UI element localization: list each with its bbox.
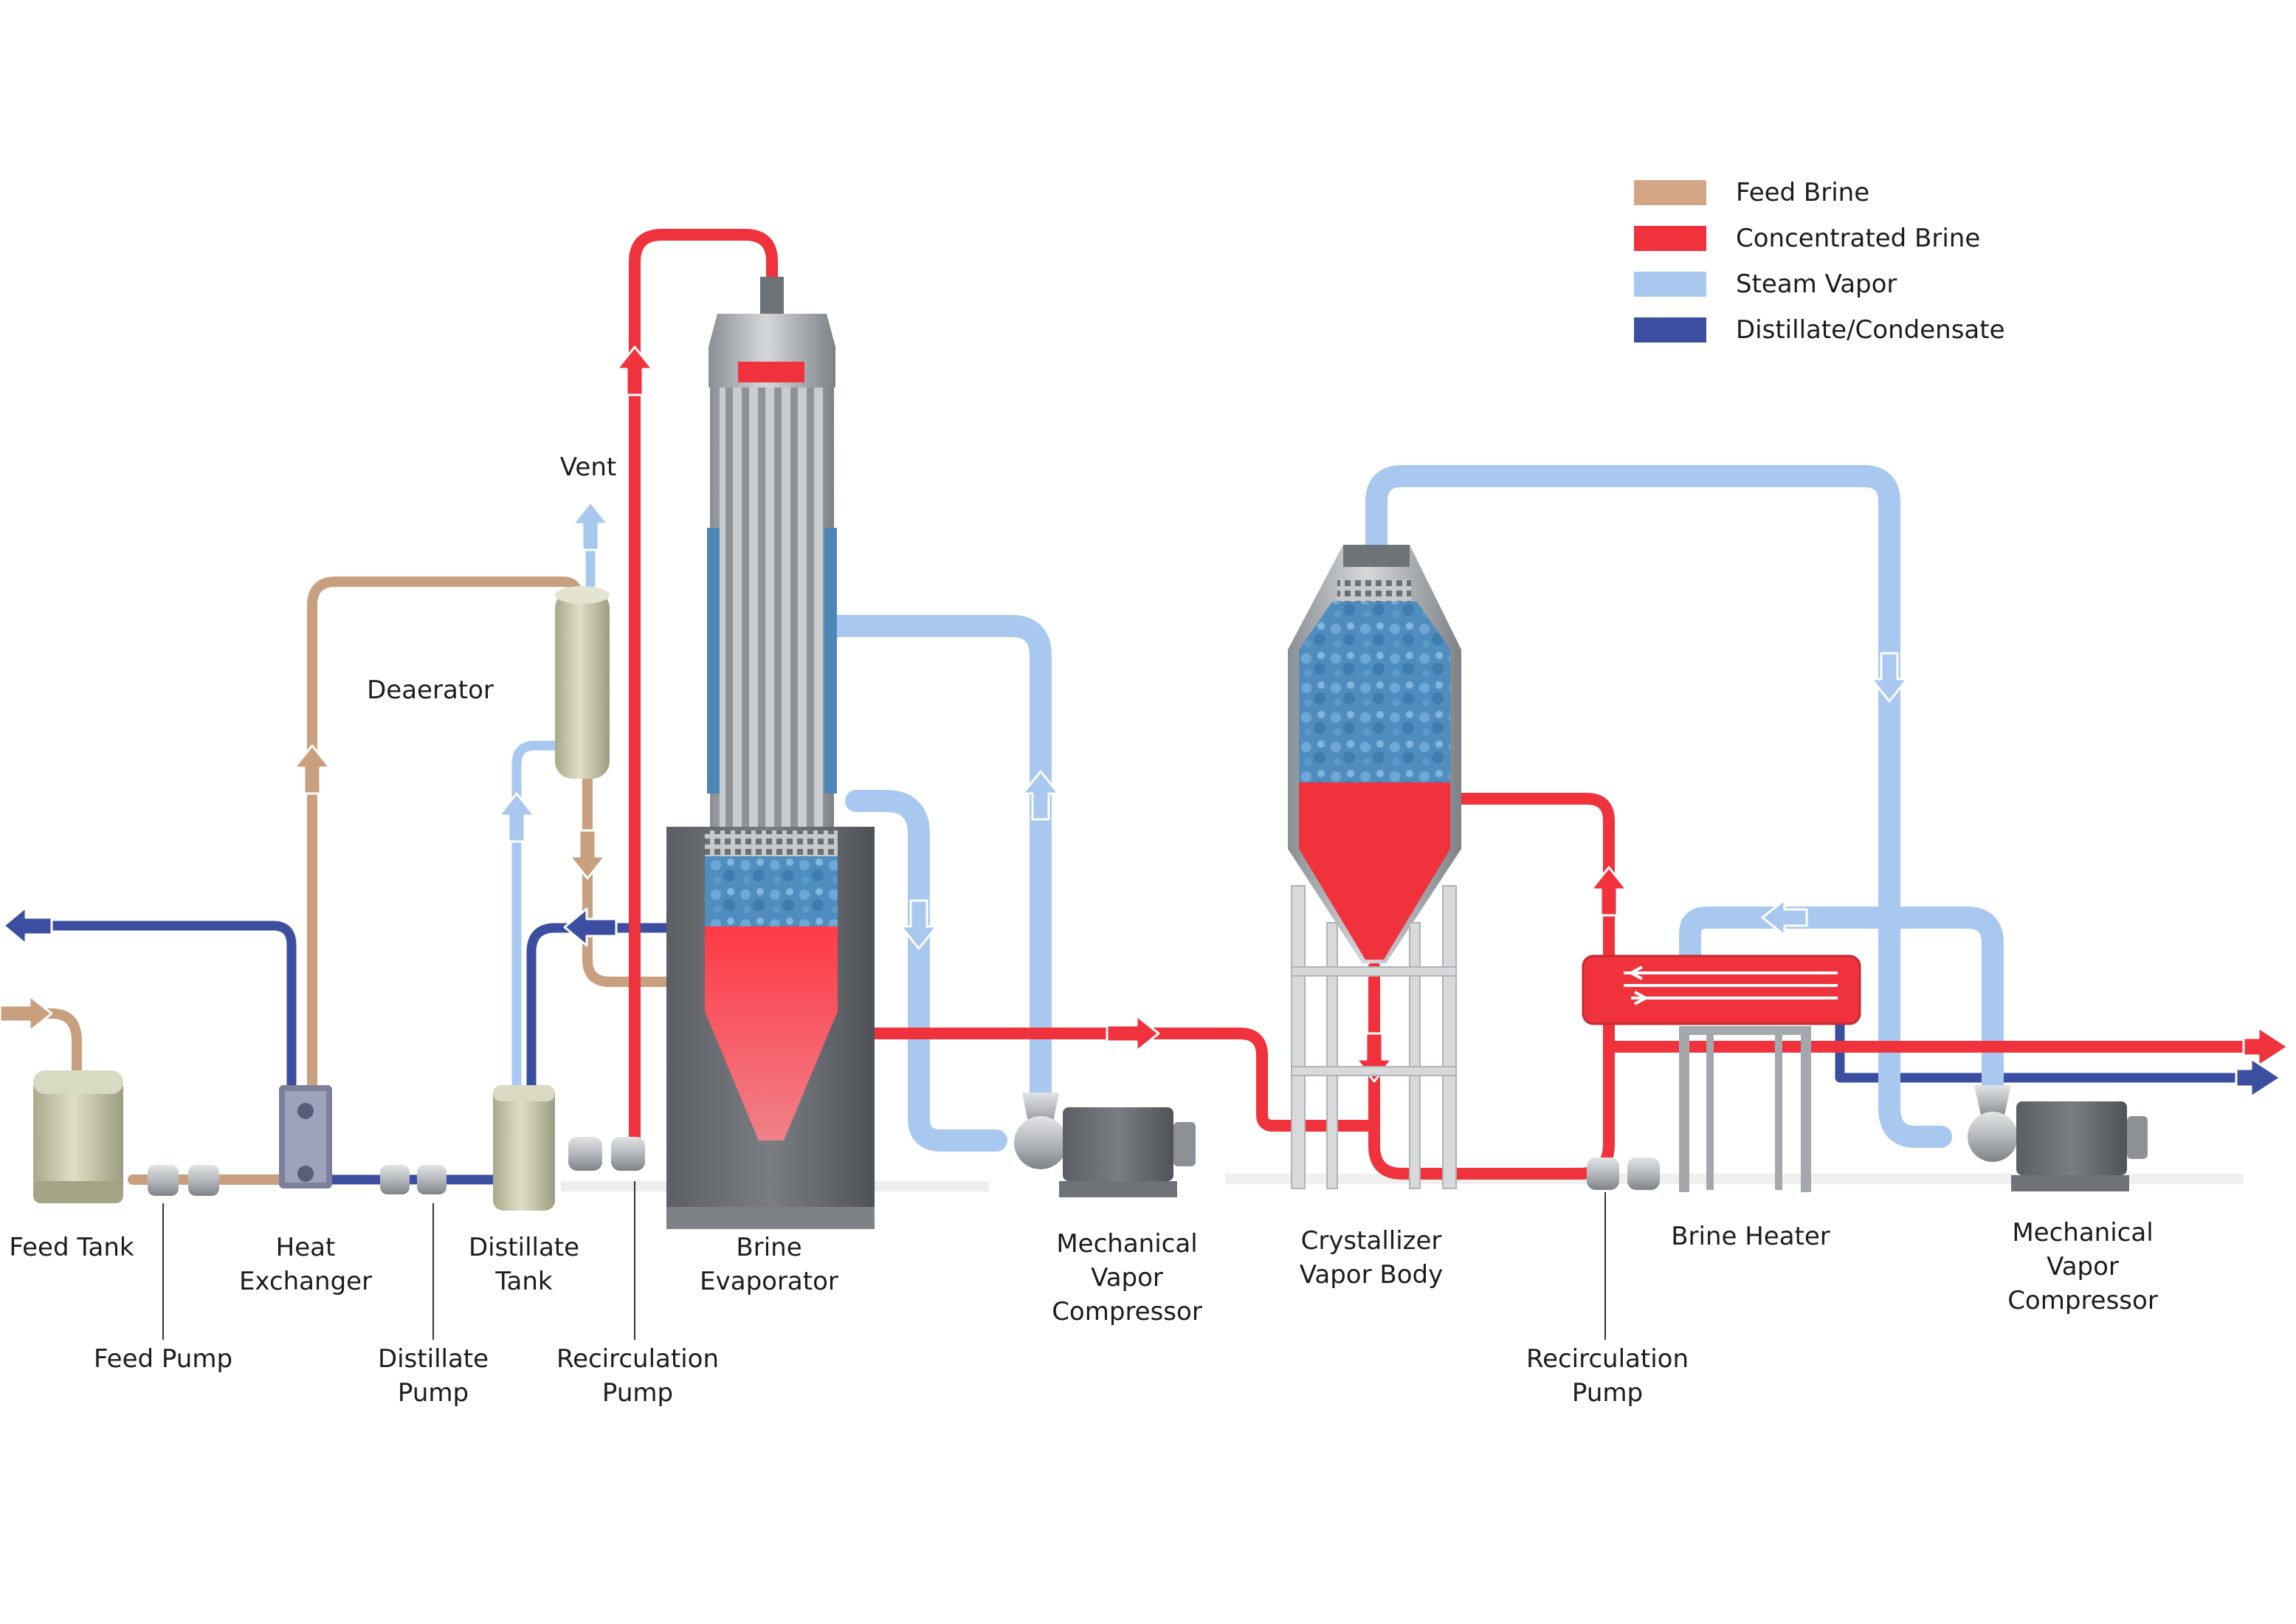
flow-arrow-icon: [2235, 1057, 2282, 1098]
label-mechanical-vapor-compressor-1: Mechanical Vapor Compressor: [1052, 1229, 1202, 1327]
legend-swatch: [1634, 180, 1706, 205]
flow-arrow-icon: [1590, 866, 1628, 917]
recirculation-pump-1: [568, 1137, 645, 1171]
flow-arrow-icon: [293, 744, 331, 795]
heat-exchanger: [279, 1085, 332, 1188]
crystallizer-support-frame: [1291, 885, 1457, 1189]
feed-pump: [148, 1165, 219, 1196]
legend-swatch: [1634, 226, 1706, 251]
flow-arrow-icon: [0, 994, 53, 1033]
legend-label: Feed Brine: [1736, 178, 1870, 207]
deaerator: [555, 586, 610, 779]
flow-arrow-icon: [571, 500, 610, 551]
feed-tank: [33, 1070, 123, 1203]
legend-swatch: [1634, 317, 1706, 343]
label-crystallizer-vapor-body: Crystallizer Vapor Body: [1299, 1226, 1444, 1290]
flow-arrow-icon: [497, 792, 536, 843]
label-brine-evaporator: Brine Evaporator: [700, 1233, 838, 1296]
mechanical-vapor-compressor-1: [1014, 1093, 1196, 1197]
pipes: [0, 229, 2250, 1185]
flow-arrow-icon: [1761, 898, 1808, 937]
label-mechanical-vapor-compressor-2: Mechanical Vapor Compressor: [2007, 1218, 2158, 1315]
label-recirculation-pump-2: Recirculation Pump: [1526, 1344, 1689, 1408]
concentrated-brine-pipes: [629, 229, 2250, 1180]
legend-label: Steam Vapor: [1736, 269, 1897, 299]
label-distillate-tank: Distillate Tank: [468, 1233, 580, 1296]
flow-arrow-icon: [2242, 1026, 2289, 1067]
label-feed-tank: Feed Tank: [9, 1233, 134, 1262]
crystallizer-vapor-body: [1288, 545, 1461, 1189]
distillate-tank: [493, 1085, 555, 1211]
legend-label: Concentrated Brine: [1736, 224, 1981, 253]
label-feed-pump: Feed Pump: [93, 1344, 233, 1374]
recirculation-pump-2: [1587, 1157, 1660, 1190]
label-recirculation-pump-1: Recirculation Pump: [556, 1344, 720, 1408]
mechanical-vapor-compressor-2: [1968, 1085, 2148, 1191]
legend-label: Distillate/Condensate: [1736, 315, 2005, 345]
flow-arrow-icon: [1021, 770, 1060, 821]
flow-arrow-icon: [900, 899, 938, 950]
flow-arrow-icon: [563, 907, 618, 947]
label-heat-exchanger: Heat Exchanger: [238, 1233, 373, 1296]
leader-lines: [162, 1181, 1606, 1340]
distillate-pump: [380, 1165, 447, 1194]
steam-vapor-large-pipes: [819, 465, 2004, 1152]
flow-arrow-icon: [2, 906, 53, 946]
flow-arrow-icon: [568, 829, 607, 880]
flow-arrow-icon: [1106, 1014, 1160, 1053]
label-vent: Vent: [559, 453, 617, 482]
label-brine-heater: Brine Heater: [1671, 1222, 1830, 1251]
legend-swatch: [1634, 272, 1706, 297]
flow-arrow-icon: [616, 345, 654, 396]
label-distillate-pump: Distillate Pump: [377, 1344, 489, 1408]
flow-arrows: [0, 345, 2289, 1098]
brine-evaporator: [666, 277, 875, 1229]
label-deaerator: Deaerator: [367, 675, 494, 705]
flow-arrow-icon: [1870, 652, 1909, 703]
brine-heater: [1582, 954, 1861, 1192]
